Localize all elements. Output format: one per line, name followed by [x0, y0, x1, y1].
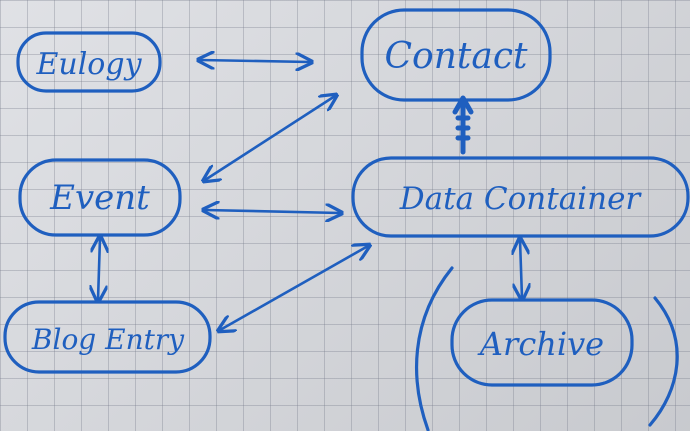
label-eulogy: Eulogy [35, 47, 142, 82]
edge-event-contact [205, 96, 335, 180]
label-contact: Contact [385, 36, 528, 77]
edge-eulogy-contact [200, 60, 310, 62]
node-contact [360, 8, 552, 102]
label-blog-entry: Blog Entry [31, 323, 185, 356]
edge-event-blog-entry [98, 238, 100, 300]
archive-left-paren [415, 266, 454, 431]
edge-event-data-container [205, 210, 340, 213]
node-data-container [351, 156, 690, 238]
archive-right-paren [648, 296, 679, 427]
edge-data-container-archive [520, 240, 522, 298]
label-event: Event [49, 178, 150, 218]
label-archive: Archive [477, 325, 604, 363]
edge-data-container-contact [452, 95, 474, 155]
edge-blog-entry-data-container [220, 246, 368, 330]
node-eulogy [16, 31, 162, 93]
label-data-container: Data Container [399, 181, 643, 217]
node-archive [450, 298, 634, 387]
